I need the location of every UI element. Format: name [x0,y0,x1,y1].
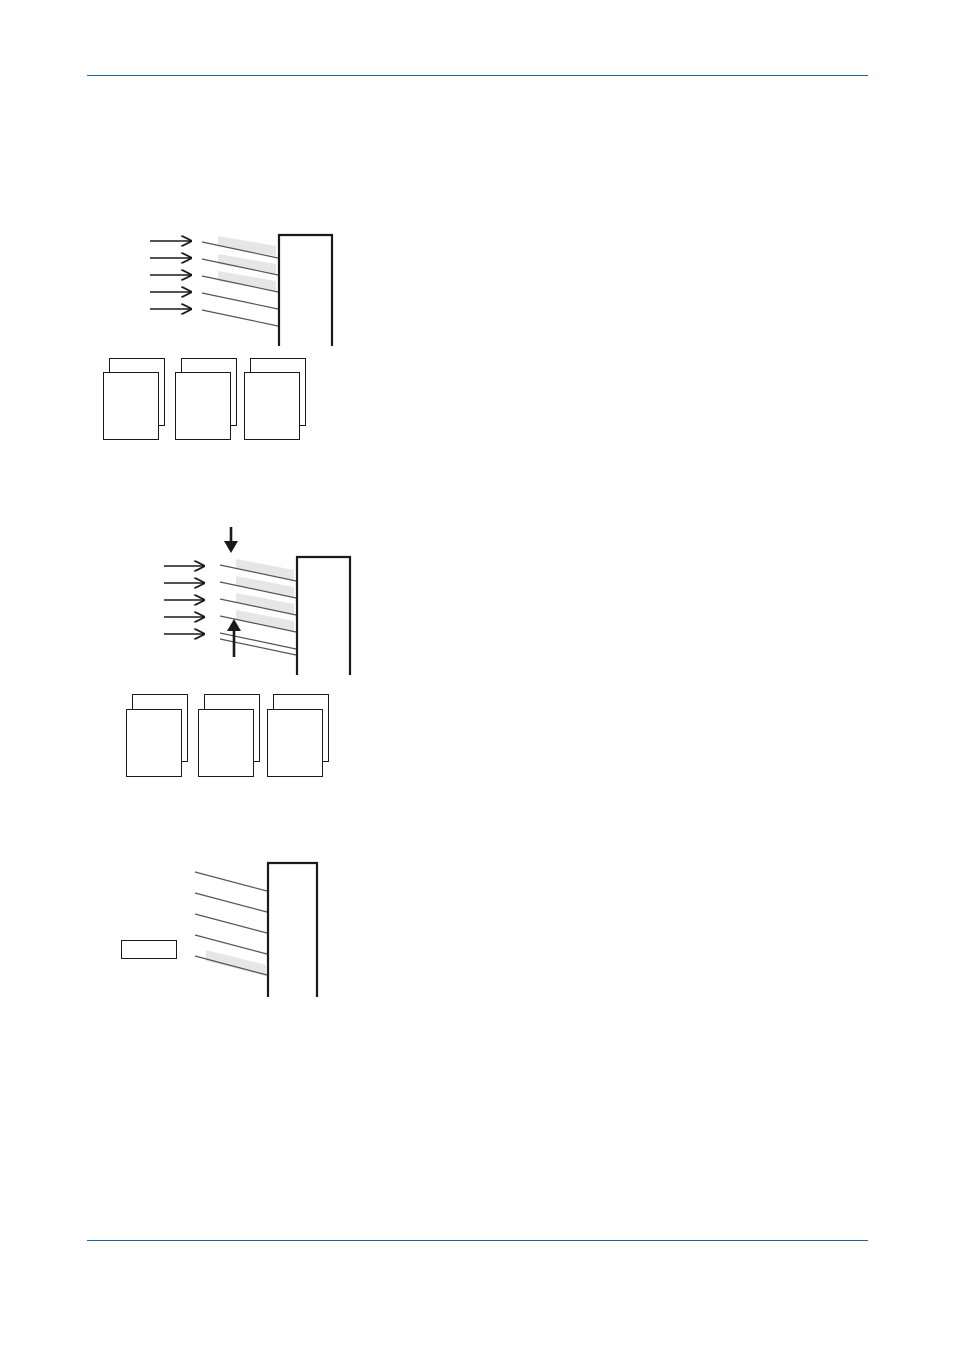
figure-1 [0,230,360,445]
label-box [122,941,177,959]
page-stack [199,695,260,777]
incoming-arrows [150,241,191,309]
figure-2 [0,525,360,785]
page-stack [245,359,306,440]
figure-3 [0,855,360,1005]
down-arrow-icon [224,527,238,553]
output-tray [268,863,317,997]
footer-rule [87,1240,868,1241]
page-stack [127,695,188,777]
page-stack [176,359,237,440]
page-stack [268,695,329,777]
output-tray [297,557,350,675]
output-tray [279,235,332,346]
header-rule [87,75,868,76]
incoming-arrows [164,566,204,634]
up-arrow-icon [227,619,241,657]
page-stack [104,359,165,440]
shelf-shading [218,236,276,291]
